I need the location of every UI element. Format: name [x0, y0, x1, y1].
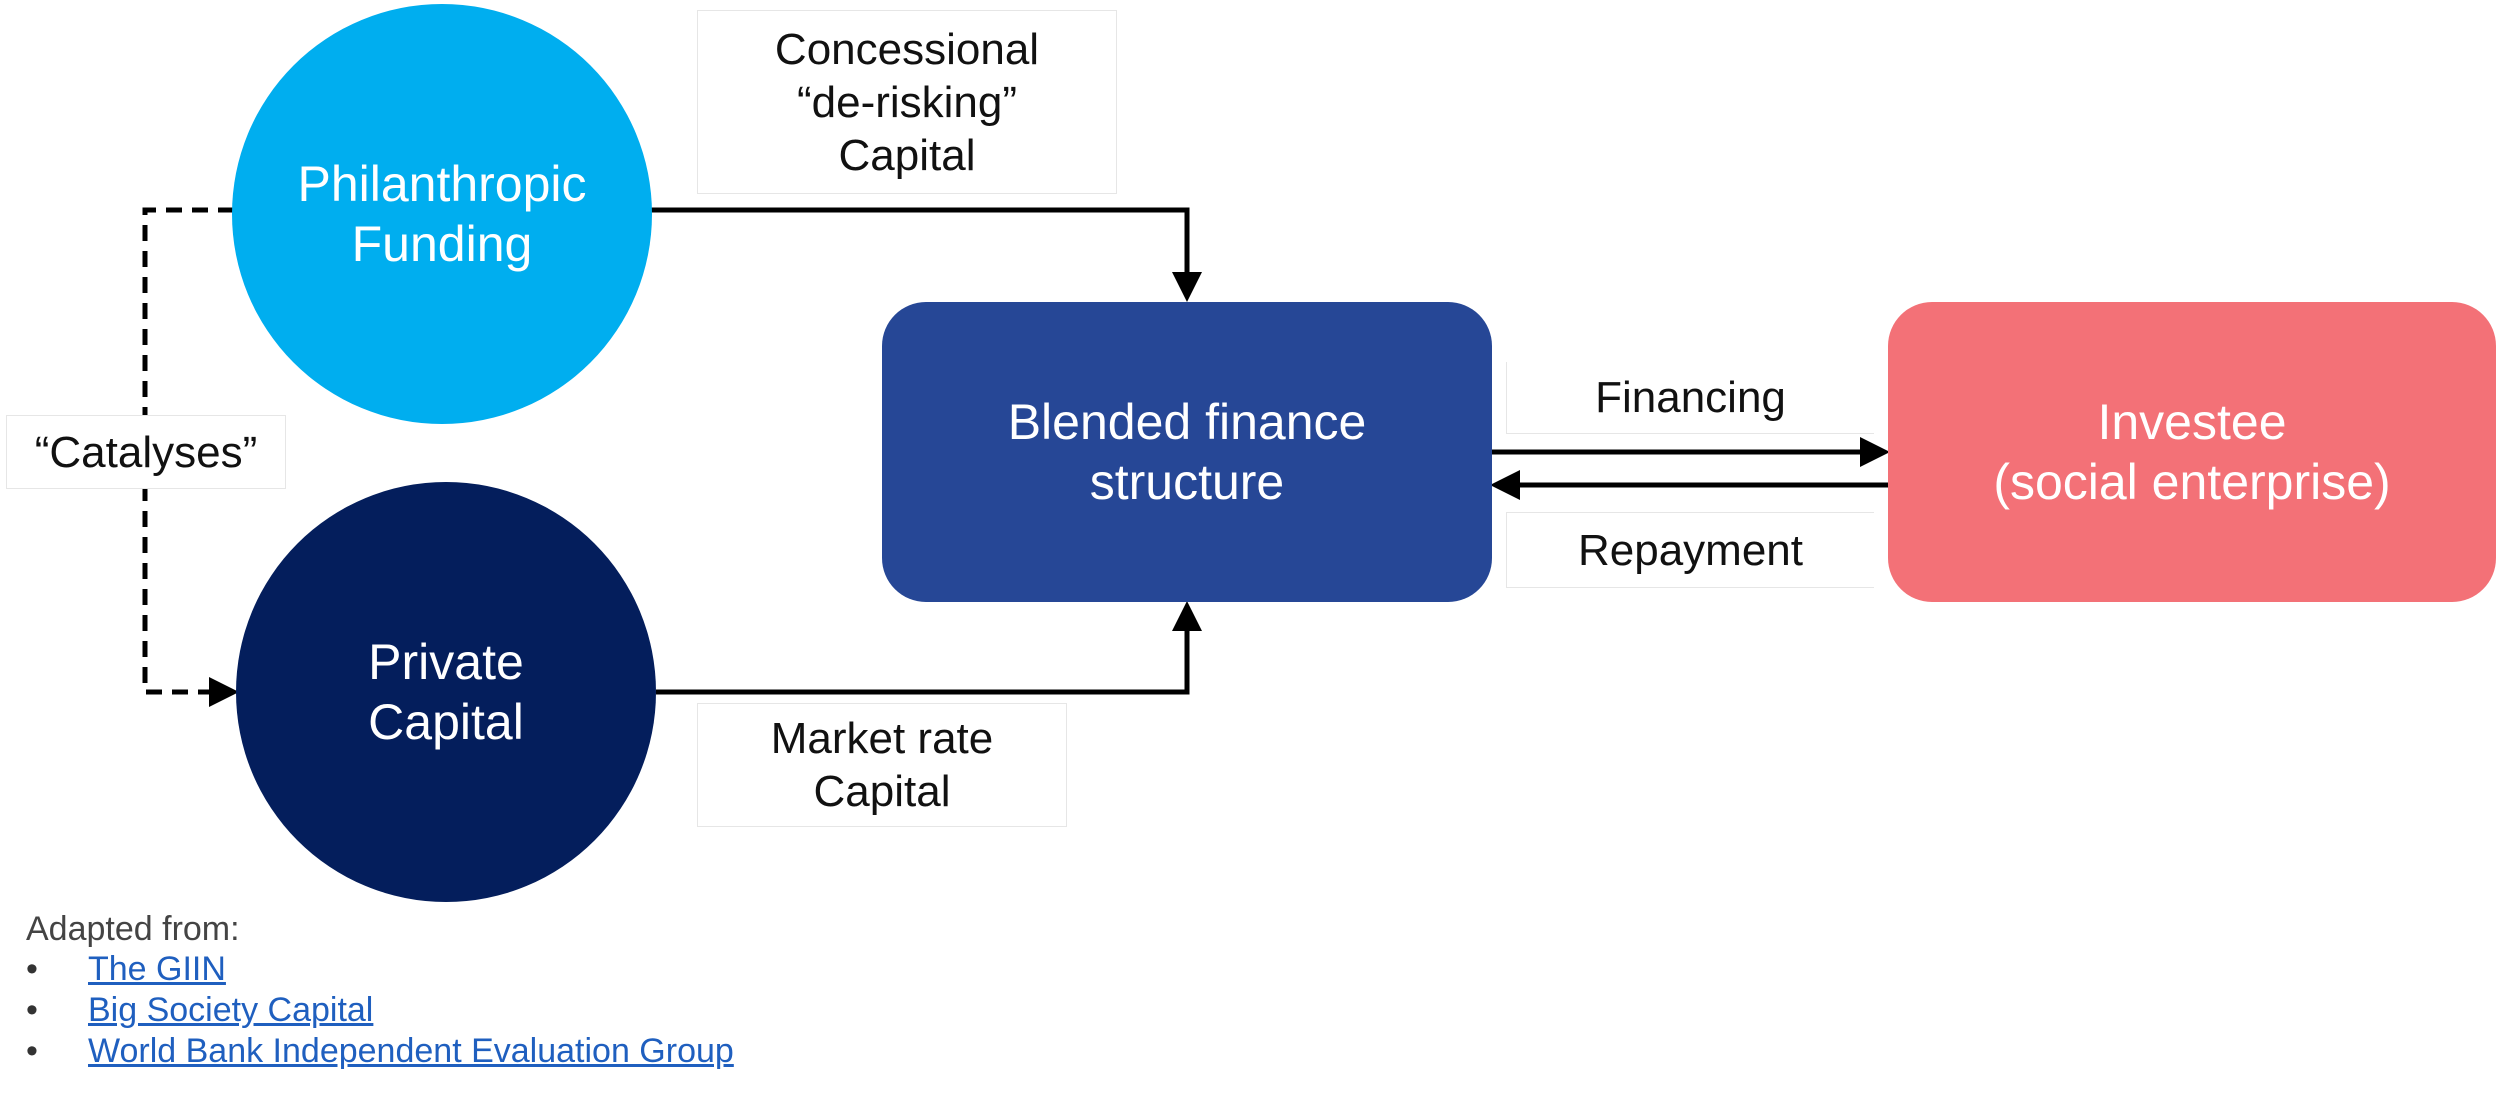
label-catalyses: “Catalyses”: [6, 415, 286, 489]
node-private-capital: Private Capital: [236, 482, 656, 902]
source-link-world-bank-ieg[interactable]: World Bank Independent Evaluation Group: [88, 1032, 734, 1070]
source-item: • Big Society Capital: [26, 991, 373, 1030]
label-financing-text: Financing: [1595, 373, 1786, 422]
node-investee-line1: Investee: [2097, 394, 2287, 450]
node-blended-line2: structure: [1089, 454, 1285, 510]
bullet: •: [26, 1032, 38, 1070]
source-link-big-society-capital[interactable]: Big Society Capital: [88, 991, 374, 1029]
node-philanthropic-funding: Philanthropic Funding: [232, 4, 652, 424]
label-concessional-capital: Concessional “de-risking” Capital: [697, 10, 1117, 194]
source-item: • The GIIN: [26, 950, 226, 989]
source-link-giin[interactable]: The GIIN: [88, 950, 226, 988]
label-catalyses-text: “Catalyses”: [34, 427, 258, 477]
label-concessional-line1: Concessional: [774, 24, 1040, 74]
node-philanthropic-line1: Philanthropic: [297, 156, 587, 212]
bullet: •: [26, 950, 38, 988]
node-private-line1: Private: [368, 634, 524, 690]
label-repayment-text: Repayment: [1577, 525, 1803, 575]
label-concessional-line2: “de-risking”: [796, 77, 1018, 127]
label-market-rate-line1: Market rate: [770, 714, 994, 763]
label-market-rate-capital: Market rate Capital: [697, 703, 1067, 827]
node-investee: Investee (social enterprise): [1888, 302, 2496, 602]
node-investee-line2: (social enterprise): [1993, 454, 2391, 510]
node-philanthropic-line2: Funding: [351, 216, 533, 272]
node-blended-line1: Blended finance: [1007, 394, 1367, 450]
bullet: •: [26, 991, 38, 1029]
node-private-line2: Capital: [368, 694, 524, 750]
arrow-philanthropic-to-blended: [650, 207, 1202, 302]
label-financing: Financing: [1506, 362, 1874, 434]
label-concessional-line3: Capital: [838, 130, 976, 180]
footer-title: Adapted from:: [26, 910, 240, 948]
label-market-rate-line2: Capital: [813, 767, 951, 816]
label-repayment: Repayment: [1506, 512, 1874, 588]
source-item: • World Bank Independent Evaluation Group: [26, 1032, 734, 1071]
arrow-private-to-blended: [656, 601, 1202, 695]
node-blended-finance-structure: Blended finance structure: [882, 302, 1492, 602]
